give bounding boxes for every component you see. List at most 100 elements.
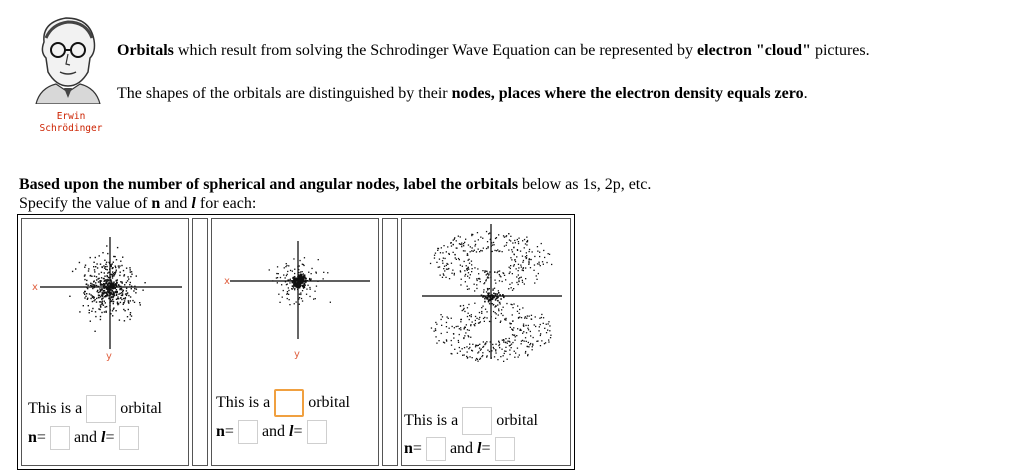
cloud-dot — [487, 247, 489, 249]
cloud-dot — [96, 290, 98, 293]
l-input[interactable] — [494, 437, 515, 461]
cloud-dot — [492, 343, 494, 346]
cloud-dot — [463, 337, 465, 339]
cloud-dot — [289, 278, 291, 280]
cloud-dot — [107, 291, 109, 293]
orbital-input[interactable] — [274, 389, 305, 417]
cloud-dot — [493, 356, 496, 358]
cloud-dot — [477, 344, 479, 346]
cloud-dot — [521, 281, 524, 283]
cloud-dot — [469, 274, 471, 276]
cloud-dot — [91, 275, 93, 277]
cloud-dot — [474, 322, 477, 325]
cloud-dot — [481, 307, 483, 309]
cloud-dot — [113, 275, 115, 277]
cloud-dot — [483, 291, 485, 293]
cloud-dot — [99, 318, 102, 321]
cloud-dot — [281, 296, 283, 298]
cloud-dot — [458, 333, 460, 336]
cloud-dot — [540, 316, 542, 319]
cloud-dot — [91, 283, 93, 285]
cloud-dot — [465, 265, 467, 267]
cloud-dot — [497, 296, 499, 299]
cloud-dot — [487, 289, 489, 291]
cloud-dot — [277, 273, 279, 275]
cloud-dot — [486, 270, 488, 272]
cloud-dot — [464, 335, 466, 337]
cloud-dot — [130, 285, 133, 287]
cloud-dot — [129, 313, 131, 316]
cloud-dot — [302, 280, 305, 283]
cloud-dot — [313, 298, 315, 300]
cloud-dot — [130, 275, 132, 278]
cloud-dot — [533, 269, 535, 271]
cloud-dot — [469, 315, 471, 317]
cloud-dot — [466, 346, 468, 348]
cloud-dot — [513, 253, 515, 256]
cloud-dot — [473, 283, 475, 285]
n-input[interactable] — [425, 437, 446, 461]
cloud-dot — [494, 237, 497, 240]
cloud-dot — [101, 283, 104, 286]
cloud-dot — [498, 341, 500, 343]
cloud-dot — [105, 310, 107, 312]
cloud-dot — [469, 346, 471, 349]
l-input[interactable] — [306, 420, 327, 444]
cloud-dot — [84, 264, 87, 266]
cloud-dot — [518, 354, 520, 356]
cloud-dot — [284, 281, 287, 283]
cloud-dot — [111, 281, 113, 284]
cloud-dot — [525, 267, 527, 269]
instruction-text: below as 1s, 2p, etc. — [518, 176, 652, 193]
cloud-dot — [119, 288, 122, 290]
cloud-dot — [103, 289, 106, 292]
cloud-dot — [443, 245, 445, 247]
cloud-dot — [521, 279, 523, 281]
cloud-dot — [111, 263, 113, 265]
cloud-dot — [498, 310, 500, 312]
cloud-dot — [105, 311, 107, 313]
cloud-dot — [124, 298, 126, 300]
orbital-input[interactable] — [462, 407, 493, 435]
cloud-dot — [490, 316, 492, 318]
cloud-dot — [550, 334, 552, 336]
cloud-dot — [498, 301, 501, 304]
cloud-dot — [314, 298, 316, 300]
cloud-dot — [468, 318, 470, 321]
cloud-dot — [103, 280, 105, 282]
cloud-dot — [547, 329, 549, 331]
cloud-dot — [529, 330, 531, 333]
cloud-dot — [532, 336, 534, 339]
n-input[interactable] — [49, 426, 70, 450]
n-input[interactable] — [237, 420, 258, 444]
cloud-dot — [464, 275, 466, 277]
cloud-dot — [499, 303, 501, 305]
cloud-dot — [442, 262, 444, 264]
cloud-dot — [513, 264, 515, 266]
cloud-dot — [282, 289, 284, 292]
cloud-dot — [503, 236, 506, 238]
cloud-dot — [473, 249, 475, 251]
l-input[interactable] — [118, 426, 139, 450]
cloud-dot — [496, 271, 498, 274]
cloud-dot — [545, 323, 547, 325]
cloud-dot — [461, 246, 463, 248]
cloud-dot — [539, 255, 541, 258]
electron-cloud-1 — [69, 245, 146, 332]
cloud-dot — [111, 290, 114, 292]
cloud-dot — [466, 351, 468, 353]
cloud-dot — [102, 252, 104, 254]
cloud-dot — [300, 275, 303, 278]
cloud-dot — [477, 360, 479, 362]
cloud-dot — [489, 294, 491, 297]
cloud-dot — [542, 263, 544, 265]
cloud-dot — [477, 352, 479, 354]
cloud-dot — [528, 261, 530, 263]
orbital-input[interactable] — [86, 395, 117, 423]
cloud-dot — [100, 280, 103, 282]
cloud-dot — [315, 272, 317, 274]
cloud-dot — [283, 267, 285, 269]
cloud-dot — [488, 350, 491, 353]
cloud-dot — [460, 278, 462, 280]
